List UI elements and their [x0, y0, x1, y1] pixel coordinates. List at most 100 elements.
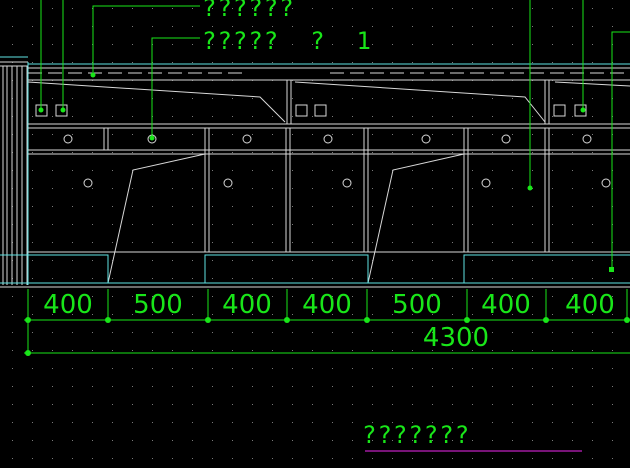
- grid-dot: [372, 134, 373, 135]
- grid-dot: [312, 332, 313, 333]
- grid-dot: [552, 422, 553, 423]
- grid-dot: [292, 44, 293, 45]
- grid-dot: [452, 314, 453, 315]
- grid-dot: [52, 62, 53, 63]
- grid-dot: [492, 368, 493, 369]
- grid-dot: [412, 350, 413, 351]
- grid-dot: [112, 314, 113, 315]
- grid-dot: [112, 206, 113, 207]
- grid-dot: [452, 458, 453, 459]
- grid-dot: [72, 116, 73, 117]
- grid-dot: [32, 116, 33, 117]
- grid-dot: [392, 62, 393, 63]
- grid-dot: [492, 62, 493, 63]
- grid-dot: [272, 422, 273, 423]
- grid-dot: [452, 44, 453, 45]
- grid-dot: [232, 440, 233, 441]
- grid-dot: [472, 134, 473, 135]
- grid-dot: [92, 458, 93, 459]
- grid-dot: [552, 332, 553, 333]
- grid-dot: [372, 368, 373, 369]
- grid-dot: [292, 242, 293, 243]
- grid-dot: [72, 278, 73, 279]
- grid-dot: [252, 224, 253, 225]
- grid-dot: [392, 44, 393, 45]
- grid-dot: [132, 278, 133, 279]
- grid-dot: [552, 98, 553, 99]
- grid-dot: [192, 260, 193, 261]
- grid-dot: [172, 134, 173, 135]
- grid-dot: [572, 260, 573, 261]
- grid-dot: [172, 206, 173, 207]
- grid-dot: [32, 386, 33, 387]
- grid-dot: [132, 62, 133, 63]
- grid-dot: [332, 350, 333, 351]
- grid-dot: [452, 134, 453, 135]
- grid-dot: [72, 152, 73, 153]
- grid-dot: [192, 332, 193, 333]
- grid-dot: [432, 368, 433, 369]
- grid-dot: [532, 152, 533, 153]
- grid-dot: [592, 314, 593, 315]
- grid-dot: [592, 134, 593, 135]
- grid-dot: [52, 386, 53, 387]
- grid-dot: [532, 116, 533, 117]
- grid-dot: [292, 152, 293, 153]
- grid-dot: [132, 206, 133, 207]
- grid-dot: [472, 422, 473, 423]
- grid-dot: [112, 440, 113, 441]
- grid-dot: [332, 152, 333, 153]
- grid-dot: [412, 440, 413, 441]
- grid-dot: [412, 116, 413, 117]
- grid-dot: [532, 224, 533, 225]
- grid-dot: [12, 386, 13, 387]
- grid-dot: [432, 8, 433, 9]
- grid-dot: [132, 98, 133, 99]
- grid-dot: [192, 422, 193, 423]
- grid-dot: [152, 440, 153, 441]
- grid-dot: [532, 242, 533, 243]
- upper-band-dividers: [286, 80, 550, 124]
- grid-dot: [292, 386, 293, 387]
- grid-dot: [472, 386, 473, 387]
- grid-dot: [552, 458, 553, 459]
- grid-dot: [52, 350, 53, 351]
- grid-dot: [332, 422, 333, 423]
- grid-dot: [412, 44, 413, 45]
- grid-dot: [252, 98, 253, 99]
- grid-dot: [392, 332, 393, 333]
- grid-dot: [252, 404, 253, 405]
- dimension-texts: 400 500 400 400 500 400 400 4300: [43, 290, 615, 353]
- grid-dot: [72, 224, 73, 225]
- grid-dot: [212, 332, 213, 333]
- grid-dot: [312, 260, 313, 261]
- grid-dot: [292, 98, 293, 99]
- grid-dot: [212, 278, 213, 279]
- grid-dot: [532, 206, 533, 207]
- grid-dot: [32, 440, 33, 441]
- grid-dot: [452, 188, 453, 189]
- left-column-accent: [0, 56, 29, 285]
- grid-dot: [612, 26, 613, 27]
- grid-dot: [112, 98, 113, 99]
- grid-dot: [512, 62, 513, 63]
- grid-dot: [612, 350, 613, 351]
- grid-dot: [372, 188, 373, 189]
- grid-dot: [472, 206, 473, 207]
- grid-dot: [432, 152, 433, 153]
- grid-dot: [32, 44, 33, 45]
- grid-dot: [212, 260, 213, 261]
- grid-dot: [532, 278, 533, 279]
- grid-dot: [272, 44, 273, 45]
- grid-dot: [532, 368, 533, 369]
- lower-panels: [0, 254, 630, 284]
- grid-dot: [492, 8, 493, 9]
- grid-dot: [92, 242, 93, 243]
- grid-dot: [552, 386, 553, 387]
- grid-dot: [312, 368, 313, 369]
- grid-dot: [452, 260, 453, 261]
- grid-dot: [612, 458, 613, 459]
- grid-dot: [352, 224, 353, 225]
- grid-dot: [552, 44, 553, 45]
- grid-dot: [32, 332, 33, 333]
